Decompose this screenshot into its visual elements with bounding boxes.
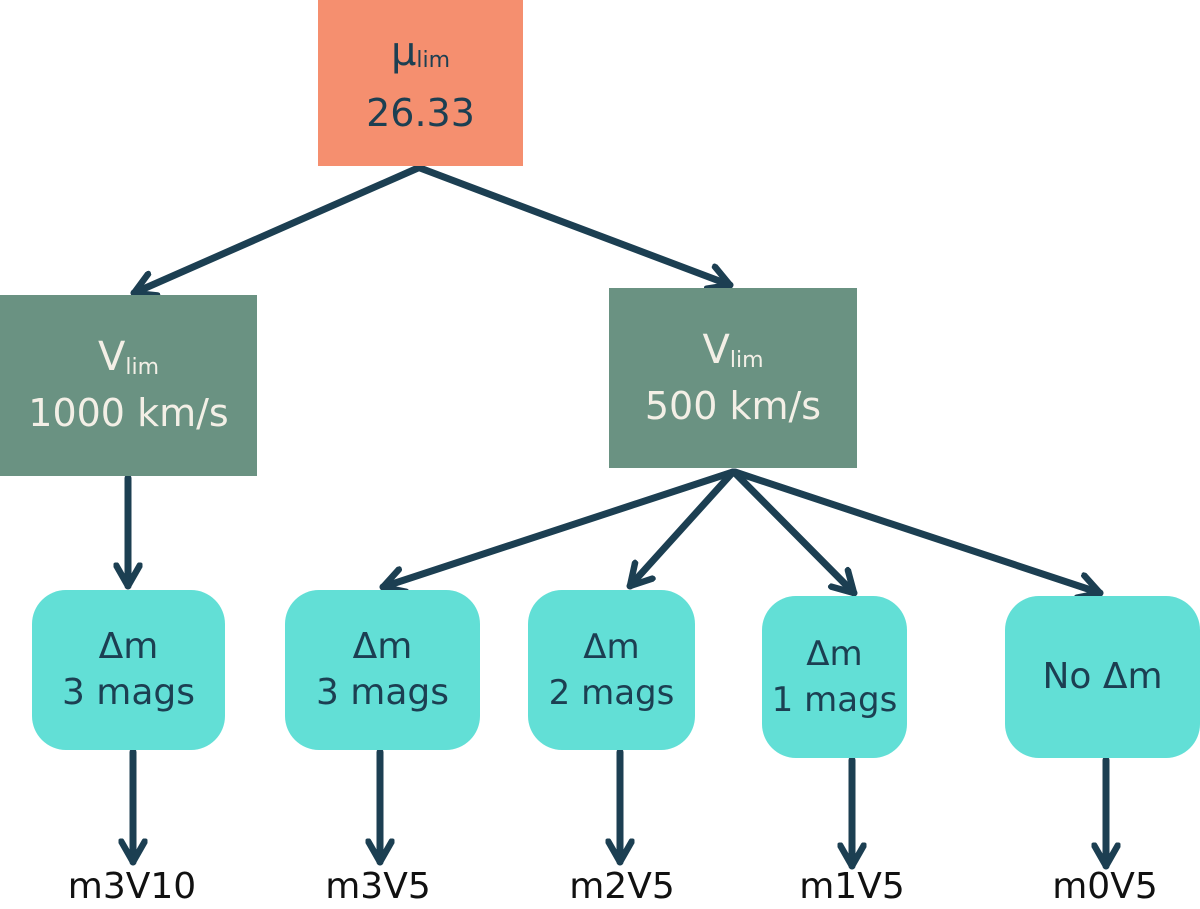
leaf-label-m3v10: m3V10 <box>67 866 197 907</box>
root-value: 26.33 <box>366 90 475 135</box>
velocity-symbol: Vlim <box>97 334 160 380</box>
root-symbol: μlim <box>390 28 451 75</box>
velocity-node-1000: Vlim 1000 km/s <box>0 295 257 476</box>
edge-v500-to-dm4 <box>730 468 858 597</box>
velocity-node-500: Vlim 500 km/s <box>609 288 857 468</box>
edge-root-to-v1000 <box>130 164 422 293</box>
delta-label: No Δm <box>1042 656 1163 697</box>
edge-v500-to-dm5 <box>731 468 1104 593</box>
delta-node-none: No Δm <box>1005 596 1200 758</box>
leaf-label-m0v5: m0V5 <box>1052 866 1158 907</box>
delta-label: Δm <box>806 634 863 674</box>
delta-amount: 2 mags <box>548 673 675 713</box>
edge-root-to-v500 <box>416 164 734 285</box>
delta-amount: 3 mags <box>61 672 196 713</box>
velocity-value: 500 km/s <box>644 383 822 428</box>
leaf-label-m3v5: m3V5 <box>325 866 431 907</box>
edge-v500-to-dm2 <box>379 468 737 587</box>
root-node-mu-lim: μlim 26.33 <box>318 0 523 166</box>
leaf-label-m1v5: m1V5 <box>799 866 905 907</box>
delta-amount: 1 mags <box>771 680 898 720</box>
delta-node-3mags-v500: Δm 3 mags <box>285 590 480 750</box>
delta-node-1mags: Δm 1 mags <box>762 596 907 758</box>
delta-label: Δm <box>352 626 413 667</box>
leaf-label-m2v5: m2V5 <box>569 866 675 907</box>
velocity-value: 1000 km/s <box>28 391 229 435</box>
edge-v500-to-dm3 <box>626 468 737 590</box>
delta-amount: 3 mags <box>315 672 450 713</box>
delta-node-2mags: Δm 2 mags <box>528 590 695 750</box>
delta-label: Δm <box>98 626 159 667</box>
delta-node-3mags-v1000: Δm 3 mags <box>32 590 225 750</box>
velocity-symbol: Vlim <box>702 326 764 373</box>
delta-label: Δm <box>583 627 640 667</box>
